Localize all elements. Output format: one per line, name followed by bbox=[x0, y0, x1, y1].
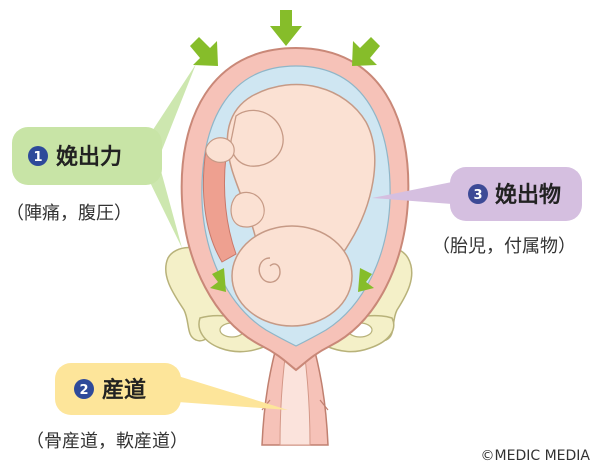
soft-birth-canal bbox=[261, 339, 329, 446]
callout-canal-badge bbox=[74, 379, 94, 399]
callout-force-number: 1 bbox=[33, 150, 42, 165]
callout-force-bubble bbox=[12, 127, 162, 185]
callout-force: 1 娩出力 （陣痛，腹圧） bbox=[6, 64, 196, 248]
copyright-text: ©MEDIC MEDIA bbox=[481, 448, 591, 464]
callout-passenger-number: 3 bbox=[473, 188, 482, 203]
pressure-arrows bbox=[190, 10, 380, 292]
fetus-foot bbox=[205, 137, 235, 163]
fetus-ear bbox=[258, 257, 281, 283]
callout-passenger-pointer bbox=[372, 182, 452, 204]
placenta bbox=[202, 149, 237, 263]
callout-force-badge bbox=[28, 146, 48, 166]
callout-passenger: 3 娩出物 （胎児，付属物） bbox=[372, 167, 582, 257]
arrow-upper-right-icon bbox=[352, 37, 380, 66]
arrow-upper-left-icon bbox=[190, 37, 218, 66]
fetus-head bbox=[231, 225, 353, 327]
callout-canal: 2 産道 （骨産道，軟産道） bbox=[26, 363, 288, 452]
callout-canal-bubble bbox=[55, 363, 181, 415]
arrow-lower-left-icon bbox=[210, 268, 226, 292]
callout-canal-title: 産道 bbox=[102, 377, 146, 403]
fetus bbox=[205, 83, 376, 327]
arrow-top-icon bbox=[270, 10, 302, 46]
callout-force-title: 娩出力 bbox=[56, 144, 122, 170]
callout-passenger-badge bbox=[468, 184, 488, 204]
callout-passenger-detail: （胎児，付属物） bbox=[432, 236, 576, 257]
callout-canal-detail: （骨産道，軟産道） bbox=[26, 431, 188, 452]
callout-passenger-title: 娩出物 bbox=[495, 182, 561, 208]
callout-canal-number: 2 bbox=[79, 383, 88, 398]
arrow-lower-right-icon bbox=[358, 268, 374, 292]
callout-canal-pointer bbox=[178, 376, 288, 410]
callout-passenger-bubble bbox=[450, 167, 582, 221]
fetus-arm bbox=[230, 191, 265, 228]
callout-force-detail: （陣痛，腹圧） bbox=[6, 203, 132, 224]
